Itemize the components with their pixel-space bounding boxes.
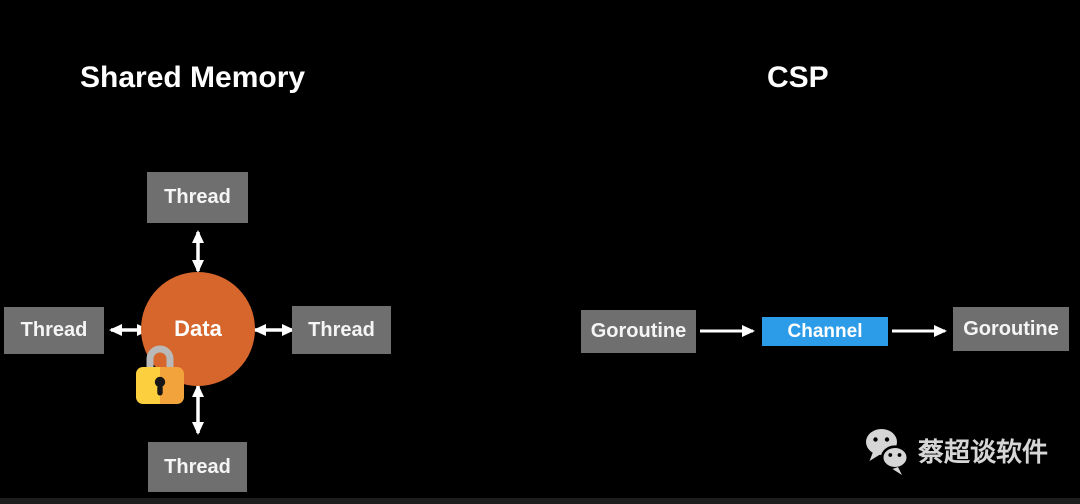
thread-node-bottom: Thread: [148, 442, 247, 492]
bottom-bar: [0, 498, 1080, 504]
thread-node-right: Thread: [292, 306, 391, 354]
channel-node: Channel: [762, 317, 888, 346]
data-node-label: Data: [174, 316, 222, 341]
thread-node-left: Thread: [4, 307, 104, 354]
watermark: 蔡超谈软件: [864, 428, 1048, 476]
wechat-icon: [864, 428, 910, 476]
watermark-account-name: 蔡超谈软件: [918, 437, 1049, 467]
goroutine-node-right: Goroutine: [953, 307, 1069, 351]
thread-node-top: Thread: [147, 172, 248, 223]
lock-icon: [136, 342, 184, 404]
goroutine-node-left: Goroutine: [581, 310, 696, 353]
shared-memory-title: Shared Memory: [80, 61, 306, 94]
csp-title: CSP: [767, 61, 829, 94]
